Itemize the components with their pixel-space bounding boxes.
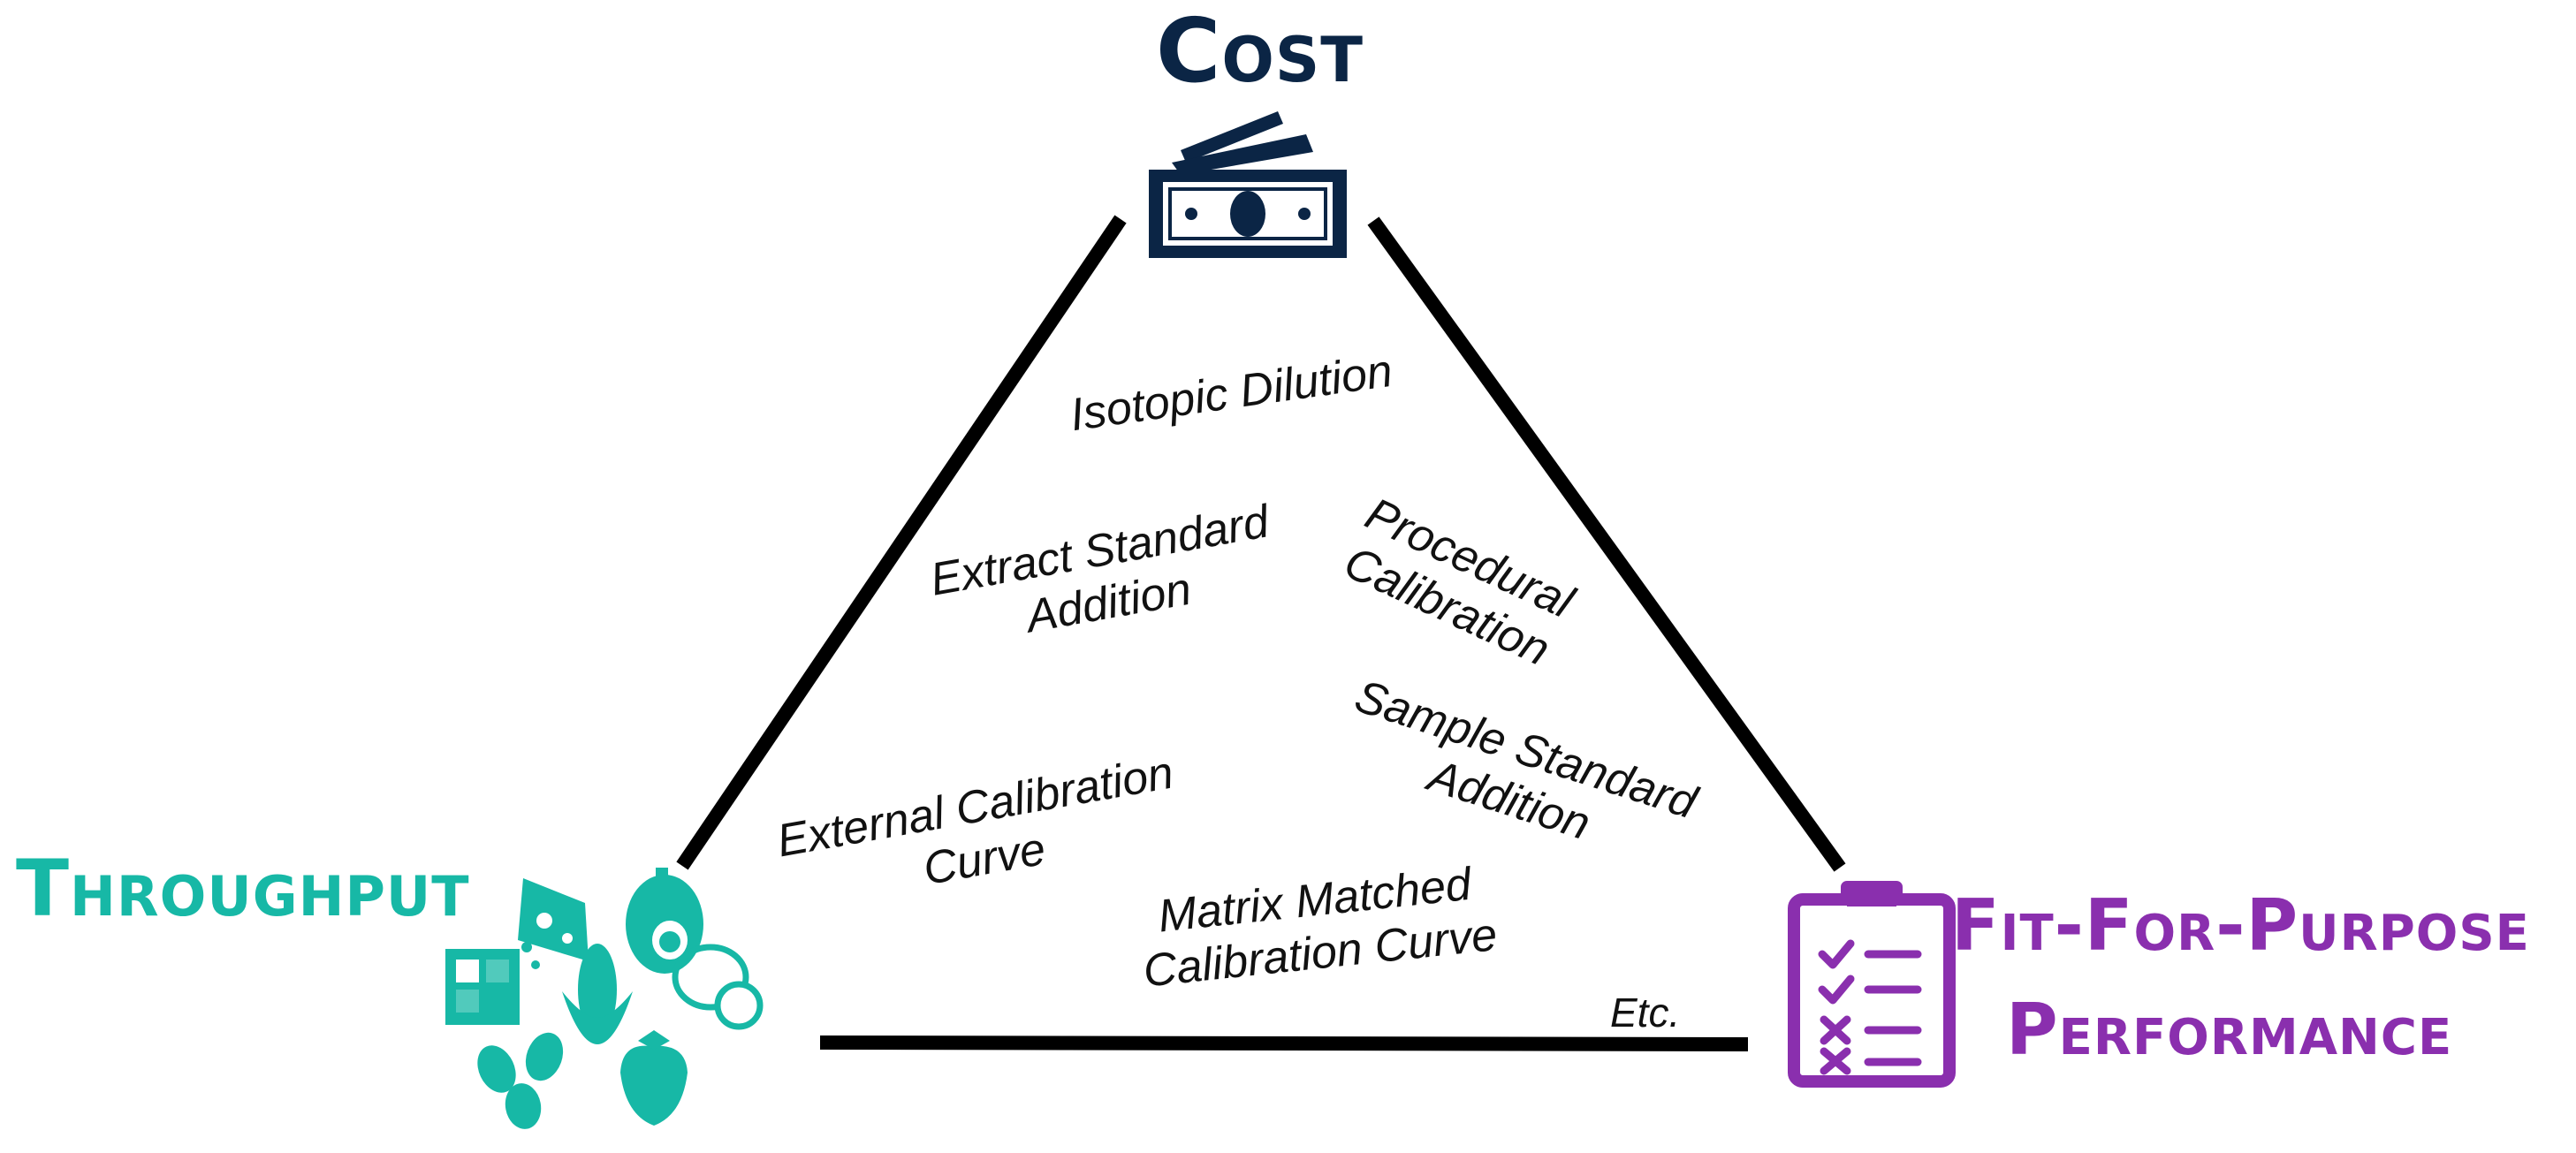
performance-title: Performance bbox=[2006, 989, 2453, 1071]
food-items-icon bbox=[445, 868, 764, 1129]
lemon-icon bbox=[672, 944, 764, 1030]
throughput-title: Throughput bbox=[16, 843, 470, 934]
method-etc: Etc. bbox=[1610, 990, 1680, 1036]
edge-cost-throughput bbox=[676, 215, 1127, 870]
coffee-beans-icon bbox=[477, 1032, 564, 1129]
corn-icon bbox=[562, 944, 633, 1044]
edge-throughput-performance bbox=[819, 1035, 1749, 1051]
strawberry-icon bbox=[620, 1030, 688, 1126]
edge-cost-performance bbox=[1367, 216, 1846, 872]
clipboard-checklist-icon bbox=[1788, 881, 1956, 1088]
money-bills-icon bbox=[1149, 111, 1347, 258]
avocado-icon bbox=[626, 868, 703, 974]
fit-for-purpose-title: Fit-For-Purpose bbox=[1951, 884, 2530, 967]
cost-title: Cost bbox=[1156, 0, 1364, 102]
chocolate-icon bbox=[445, 942, 540, 1025]
method-etc-line1: Etc. bbox=[1610, 990, 1681, 1035]
